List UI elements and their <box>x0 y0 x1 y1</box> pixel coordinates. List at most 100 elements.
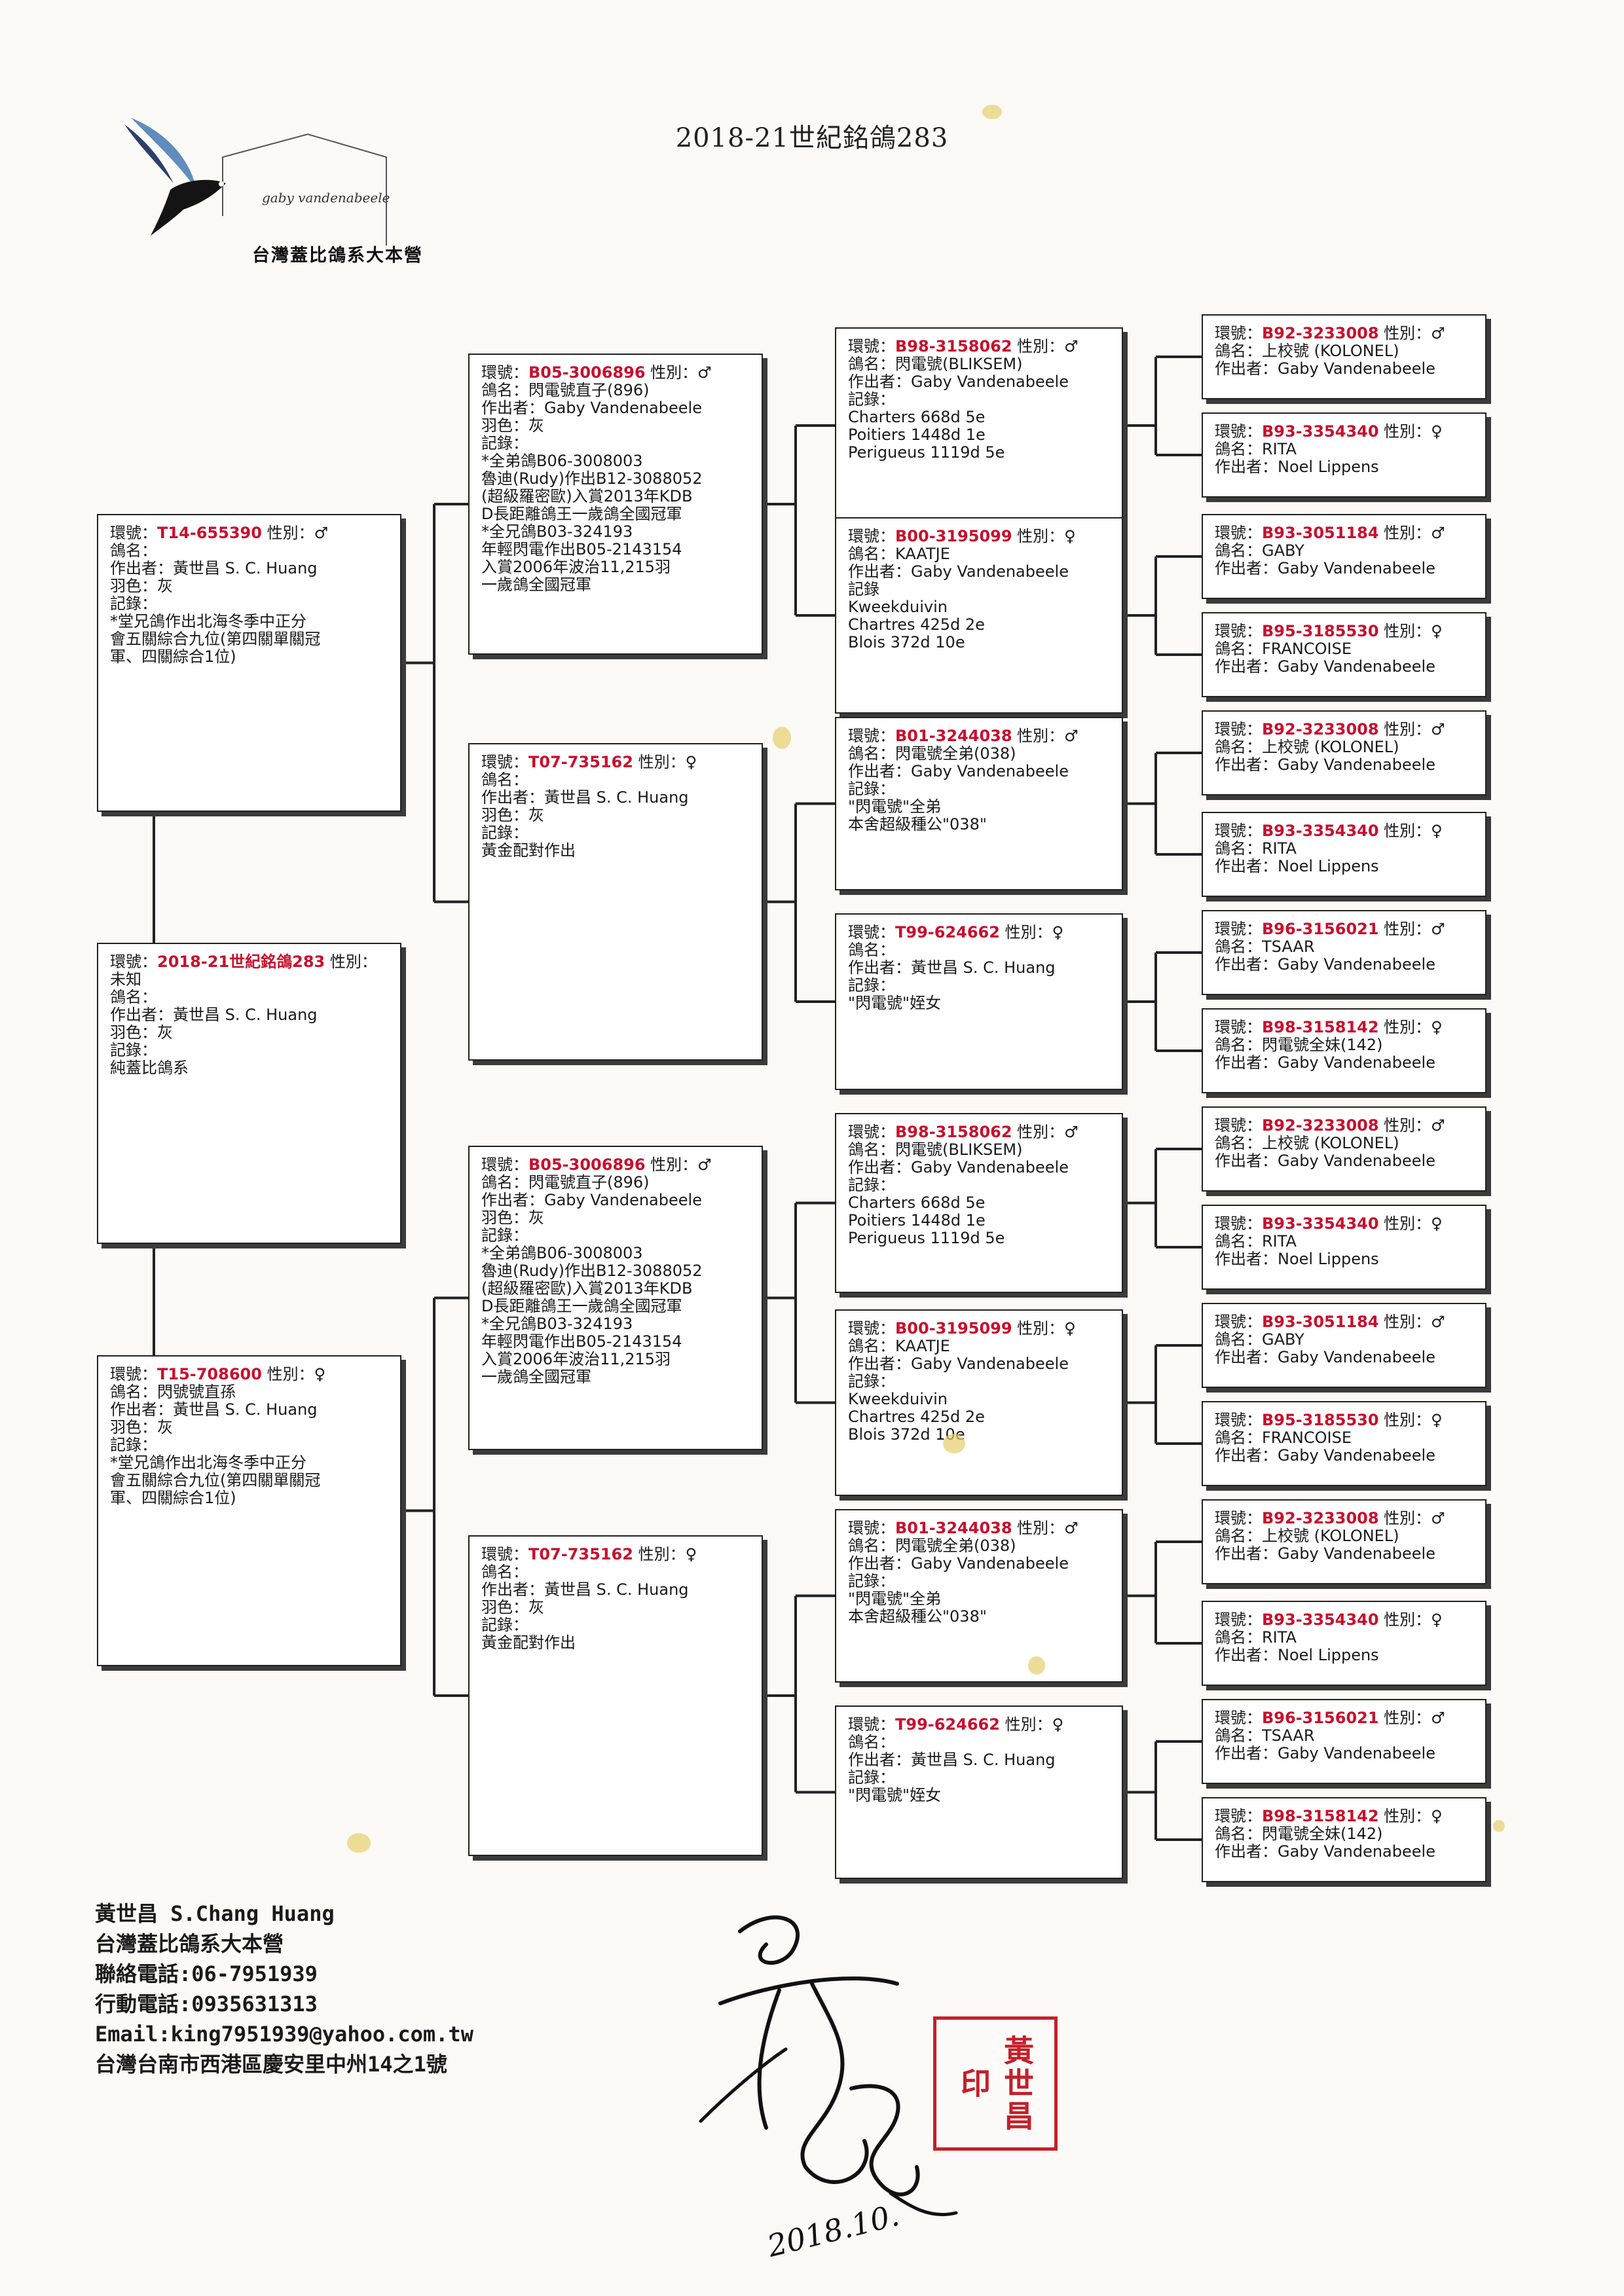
note-line: 一歲鴿全國冠軍 <box>481 575 591 594</box>
field-breeder: 作出者：Gaby Vandenabeele <box>848 562 1069 581</box>
field-name: 鴿名：閃電號(BLIKSEM) <box>848 355 1023 373</box>
logo-script-text: gaby vandenabeele <box>262 190 390 206</box>
field-name: 鴿名：閃電號直子(896) <box>481 1173 650 1192</box>
sex-label: 性別：♂ <box>1378 1709 1445 1727</box>
pedigree-box-g1: 環號：B98-3158062 性別：♂鴿名：閃電號(BLIKSEM)作出者：Ga… <box>835 327 1123 524</box>
field-name: 鴿名：KAATJE <box>848 545 950 563</box>
field-color: 羽色：灰 <box>110 1418 173 1436</box>
sex-label: 性別：♂ <box>1012 1519 1079 1537</box>
note-line: "閃電號"姪女 <box>848 994 942 1012</box>
ring-number: B93-3354340 <box>1262 822 1379 840</box>
field-breeder: 作出者：Gaby Vandenabeele <box>481 1191 702 1209</box>
note-line: *全弟鴿B06-3008003 <box>481 452 643 470</box>
ring-number: B95-3185530 <box>1262 622 1379 640</box>
note-line: 一歲鴿全國冠軍 <box>481 1368 591 1386</box>
field-name: 鴿名：RITA <box>1215 440 1297 458</box>
note-line: Perigueus 1119d 5e <box>848 1229 1005 1247</box>
field-breeder: 作出者：黃世昌 S. C. Huang <box>848 1751 1056 1769</box>
ring-line: 環號：B00-3195099 性別：♀ <box>848 528 1110 545</box>
contact-address: 台灣台南市西港區慶安里中州14之1號 <box>95 2052 447 2077</box>
ring-number: B05-3006896 <box>528 1156 646 1174</box>
field-breeder: 作出者：Gaby Vandenabeele <box>1215 559 1435 577</box>
ring-number: T07-735162 <box>528 1545 633 1563</box>
ring-label: 環號： <box>481 363 528 382</box>
note-line: Blois 372d 10e <box>848 633 965 651</box>
ring-number: B92-3233008 <box>1262 720 1379 738</box>
ring-number: B96-3156021 <box>1262 1709 1379 1727</box>
note-line: Chartres 425d 2e <box>848 1408 985 1426</box>
sex-label: 性別：♀ <box>1012 527 1076 545</box>
ring-label: 環號： <box>110 953 157 971</box>
field-name: 鴿名： <box>848 941 895 959</box>
note-line: Poitiers 1448d 1e <box>848 1211 986 1230</box>
contact-phone: 聯絡電話:06-7951939 <box>95 1961 318 1986</box>
note-line: Perigueus 1119d 5e <box>848 443 1005 462</box>
note-line: "閃電號"全弟 <box>848 1590 942 1608</box>
note-line: Charters 668d 5e <box>848 1194 986 1212</box>
ring-label: 環號： <box>1215 1411 1262 1429</box>
note-line: 年輕閃電作出B05-2143154 <box>481 1332 682 1351</box>
field-color: 羽色：灰 <box>110 1023 173 1042</box>
note-line: *全兄鴿B03-324193 <box>481 1315 633 1333</box>
red-seal-stamp: 黃世昌印 <box>933 2016 1058 2151</box>
field-breeder: 作出者：Gaby Vandenabeele <box>1215 1446 1435 1465</box>
sex-label: 性別：♂ <box>1012 727 1079 745</box>
ring-number: B93-3354340 <box>1262 422 1379 441</box>
sex-label: 性別：♂ <box>1378 1509 1445 1527</box>
ring-number: B93-3354340 <box>1262 1611 1379 1629</box>
field-name: 鴿名：GABY <box>1215 541 1304 560</box>
field-breeder: 作出者：Gaby Vandenabeele <box>848 762 1069 780</box>
contact-email: Email:king7951939@yahoo.com.tw <box>95 2022 473 2047</box>
note-line: 軍、四關綜合1位) <box>110 1489 236 1507</box>
ring-label: 環號： <box>1215 1313 1262 1331</box>
ring-line: 環號：B93-3354340 性別：♀ <box>1215 822 1473 840</box>
field-name: 鴿名： <box>110 988 157 1006</box>
field-breeder: 作出者：Noel Lippens <box>1215 1646 1379 1664</box>
field-breeder: 作出者：Gaby Vandenabeele <box>481 399 702 417</box>
field-breeder: 作出者：Gaby Vandenabeele <box>1215 1544 1435 1563</box>
pedigree-box-g4: 環號：T99-624662 性別：♀鴿名：作出者：黃世昌 S. C. Huang… <box>835 913 1123 1090</box>
ring-label: 環號： <box>1215 1214 1262 1233</box>
ring-line: 環號：B95-3185530 性別：♀ <box>1215 1412 1473 1429</box>
field-name: 鴿名：上校號 (KOLONEL) <box>1215 1134 1399 1152</box>
sex-label: 性別：♂ <box>645 363 712 382</box>
ring-number: B93-3051184 <box>1262 1313 1379 1331</box>
ring-label: 環號： <box>110 524 157 542</box>
ring-label: 環號： <box>1215 720 1262 738</box>
ring-line: 環號：T99-624662 性別：♀ <box>848 924 1110 941</box>
field-color: 羽色：灰 <box>481 806 544 824</box>
ring-label: 環號： <box>848 923 895 941</box>
pedigree-box-g3: 環號：B01-3244038 性別：♂鴿名：閃電號全弟(038)作出者：Gaby… <box>835 717 1123 890</box>
note-line: Kweekduivin <box>848 598 948 616</box>
field-breeder: 作出者：Noel Lippens <box>1215 1250 1379 1268</box>
sex-label: 性別：♂ <box>1378 524 1445 542</box>
note-line: (超級羅密歐)入賞2013年KDB <box>481 1279 693 1298</box>
field-name: 鴿名：閃電號直子(896) <box>481 381 650 399</box>
ring-line: 環號：B93-3354340 性別：♀ <box>1215 1215 1473 1233</box>
sex-label: 性別：♂ <box>261 524 329 542</box>
ring-line: 環號：B05-3006896 性別：♂ <box>481 1156 750 1174</box>
ring-label: 環號： <box>1215 622 1262 640</box>
pedigree-box-h16: 環號：B98-3158142 性別：♀鴿名：閃電號全妹(142)作出者：Gaby… <box>1202 1797 1486 1882</box>
ring-line: 環號：B01-3244038 性別：♂ <box>848 727 1110 745</box>
ring-number: B92-3233008 <box>1262 324 1379 342</box>
ring-line: 環號：B95-3185530 性別：♀ <box>1215 623 1473 640</box>
pedigree-box-g7: 環號：B01-3244038 性別：♂鴿名：閃電號全弟(038)作出者：Gaby… <box>835 1509 1123 1683</box>
dove-wing-back <box>124 124 174 183</box>
note-line: *堂兄鴿作出北海冬季中正分 <box>110 612 306 630</box>
ring-line: 環號：B96-3156021 性別：♂ <box>1215 1709 1473 1727</box>
ring-number: B01-3244038 <box>895 1519 1012 1537</box>
note-line: 會五關綜合九位(第四關單關冠 <box>110 1471 321 1489</box>
ring-line: 環號：B98-3158142 性別：♀ <box>1215 1019 1473 1036</box>
field-name: 鴿名：GABY <box>1215 1330 1304 1349</box>
ring-label: 環號： <box>110 1365 157 1383</box>
ring-label: 環號： <box>1215 920 1262 938</box>
page-title: 2018-21世紀銘鴿283 <box>675 123 949 153</box>
note-line: "閃電號"全弟 <box>848 797 942 816</box>
ring-number: T15-708600 <box>157 1365 262 1383</box>
